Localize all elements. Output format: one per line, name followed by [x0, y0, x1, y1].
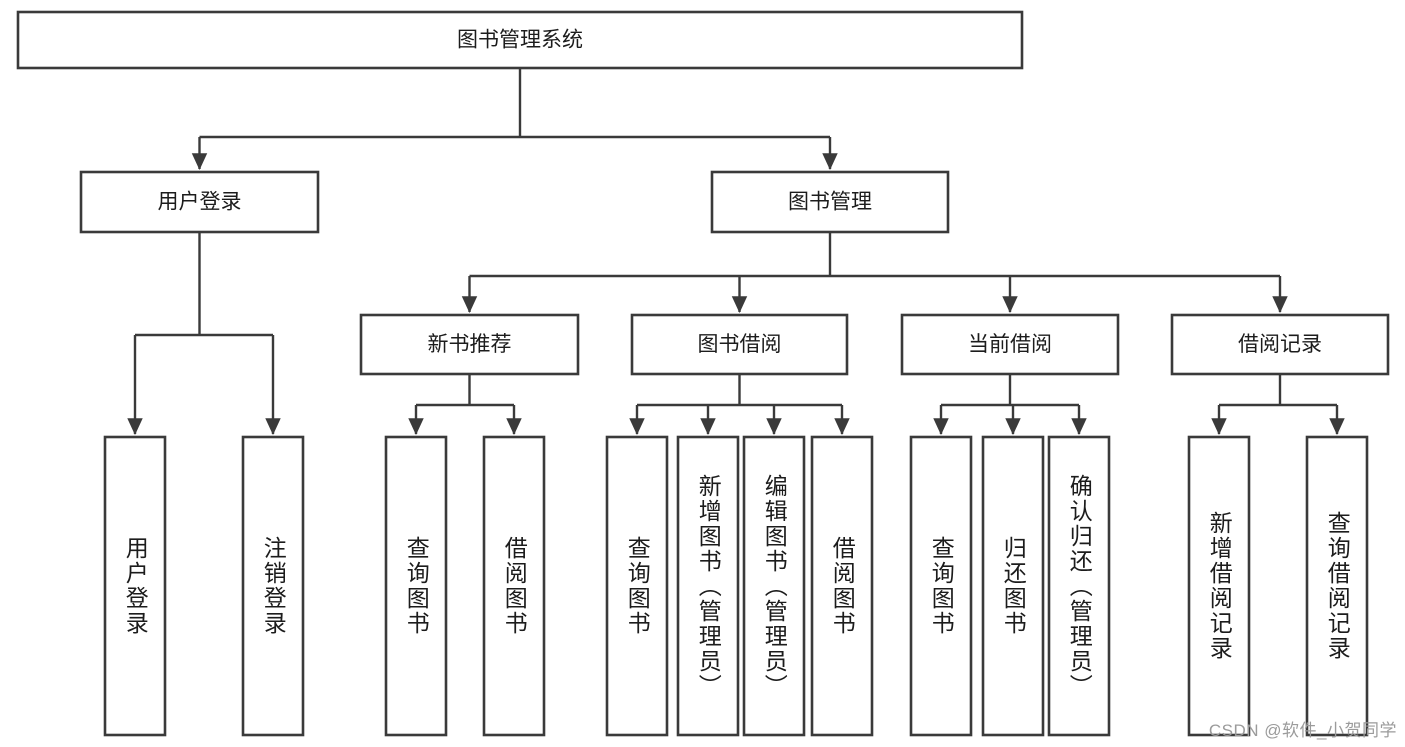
node-label: 借阅记录: [1238, 333, 1322, 356]
node-current-borrow[interactable]: 当前借阅: [900, 313, 1120, 376]
watermark-text: CSDN @软件_小贺同学: [1208, 721, 1397, 740]
node-leaf-query-book-3[interactable]: [909, 435, 973, 737]
node-leaf-add-record[interactable]: [1187, 435, 1251, 737]
node-label: 新书推荐: [428, 333, 512, 356]
node-leaf-query-record[interactable]: [1305, 435, 1369, 737]
node-borrow-record[interactable]: 借阅记录: [1170, 313, 1390, 376]
node-leaf-query-book-2[interactable]: [605, 435, 669, 737]
connectors-layer: [127, 68, 1345, 436]
node-leaf-edit-book[interactable]: [742, 435, 806, 737]
node-leaf-user-login[interactable]: [103, 435, 167, 737]
node-leaf-borrow-book-2[interactable]: [810, 435, 874, 737]
node-leaf-add-book[interactable]: [676, 435, 740, 737]
node-label: 图书管理系统: [457, 29, 583, 52]
node-label: 图书管理: [788, 191, 872, 214]
node-leaf-logout[interactable]: [241, 435, 305, 737]
node-leaf-return-book[interactable]: [981, 435, 1045, 737]
node-new-book-recommend[interactable]: 新书推荐: [359, 313, 580, 376]
node-label: 当前借阅: [968, 333, 1052, 356]
node-leaf-query-book-1[interactable]: [384, 435, 448, 737]
node-book-manage[interactable]: 图书管理: [710, 170, 950, 234]
node-book-borrow[interactable]: 图书借阅: [630, 313, 849, 376]
node-root[interactable]: 图书管理系统: [16, 10, 1024, 70]
node-leaf-borrow-book-1[interactable]: [482, 435, 546, 737]
node-leaf-confirm-return[interactable]: [1047, 435, 1111, 737]
node-label: 图书借阅: [698, 333, 782, 356]
node-label: 用户登录: [158, 191, 242, 214]
node-user-login[interactable]: 用户登录: [79, 170, 320, 234]
